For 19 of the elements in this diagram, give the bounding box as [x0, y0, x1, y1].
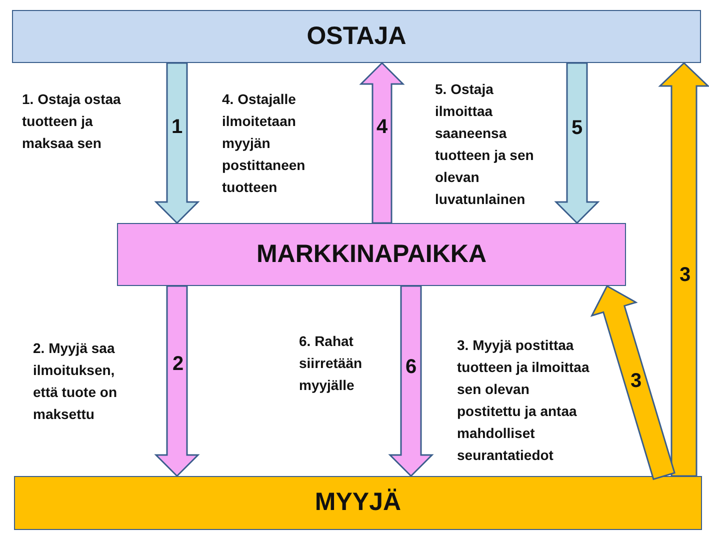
block-arrow	[554, 62, 600, 224]
role-box	[14, 476, 702, 530]
role-box	[117, 223, 626, 286]
block-arrow	[154, 285, 200, 478]
step-description: 6. Rahat siirretään myyjälle	[299, 332, 364, 395]
block-arrow	[388, 285, 434, 478]
step-description: 1. Ostaja ostaa tuotteen ja maksaa sen	[22, 90, 122, 153]
box-title: MARKKINAPAIKKA	[256, 240, 487, 268]
step-description: 2. Myyjä saa ilmoituksen, että tuote on maksettu	[33, 339, 118, 424]
step-description: 5. Ostaja ilmoittaa saaneensa tuotteen ja sen olevan luvatunlainen	[435, 80, 535, 209]
block-arrow	[359, 62, 405, 224]
block-arrow	[658, 62, 709, 477]
step-description: 4. Ostajalle ilmoitetaan myyjän postittaneen tuotteen	[222, 90, 306, 197]
box-title: MYYJÄ	[314, 489, 402, 517]
role-box	[12, 10, 701, 63]
step-description: 3. Myyjä postittaa tuotteen ja ilmoittaa sen olevan postitettu ja antaa mahdolliset seurantatiedot	[457, 336, 590, 465]
box-title: OSTAJA	[306, 22, 406, 50]
block-arrow	[590, 284, 676, 480]
block-arrow	[154, 62, 200, 224]
